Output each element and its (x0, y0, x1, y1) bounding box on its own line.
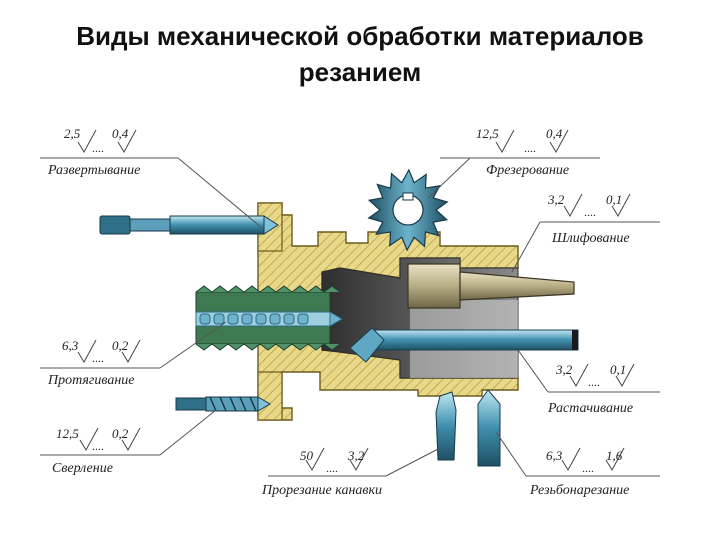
razvert-value-2: 0,4 (112, 126, 129, 141)
shlif-value-1: 3,2 (547, 192, 565, 207)
reamer-tool (99, 215, 279, 235)
rezbo-value-1: 6,3 (546, 448, 563, 463)
prorez-label: Прорезание канавки (261, 483, 382, 498)
shlif-label: Шлифование (551, 231, 630, 246)
sverl-value-2: 0,2 (112, 426, 129, 441)
rezbo-label: Резьбонарезание (529, 483, 629, 498)
protyag-dots: .... (92, 351, 104, 365)
prorez-value-2: 3,2 (347, 448, 365, 463)
callout-sverlenie: 12,5 0,2 .... Сверление (52, 426, 129, 476)
rastach-value-1: 3,2 (555, 362, 573, 377)
razvert-value-1: 2,5 (64, 126, 81, 141)
callout-prorezanie: 50 3,2 .... Прорезание канавки (261, 448, 382, 498)
rastach-value-2: 0,1 (610, 362, 626, 377)
threading-tool (477, 389, 501, 467)
sverl-dots: .... (92, 439, 104, 453)
shlif-dots: .... (584, 205, 596, 219)
sverl-value-1: 12,5 (56, 426, 79, 441)
prorez-dots: .... (326, 461, 338, 475)
roughness-symbols (77, 129, 635, 472)
callout-rezbonarezanie: 6,3 1,6 .... Резьбонарезание (529, 448, 629, 498)
prorez-value-1: 50 (300, 448, 314, 463)
frez-value-1: 12,5 (476, 126, 499, 141)
frez-label: Фрезерование (486, 163, 569, 178)
protyag-label: Протягивание (47, 373, 135, 388)
boring-bar (349, 327, 579, 363)
grooving-tool (435, 391, 457, 461)
razvert-dots: .... (92, 141, 104, 155)
rezbo-dots: .... (582, 461, 594, 475)
broach-tool (195, 285, 343, 351)
callout-protyagivanie: 6,3 0,2 .... Протягивание (47, 338, 135, 388)
page-title: Виды механической обработки материалов р… (0, 18, 720, 90)
frez-dots: .... (524, 141, 536, 155)
drill-tool (175, 396, 271, 412)
protyag-value-2: 0,2 (112, 338, 129, 353)
leader-lines (40, 157, 660, 477)
milling-cutter (367, 168, 449, 252)
razvert-label: Развертывание (47, 163, 140, 178)
callout-razvertyvanie: 2,5 0,4 .... Развертывание (47, 126, 140, 178)
title-line-1: Виды механической обработки материалов (76, 21, 644, 51)
grinding-wheel (407, 263, 575, 309)
sverl-label: Сверление (52, 461, 113, 476)
shlif-value-2: 0,1 (606, 192, 622, 207)
rastach-dots: .... (588, 375, 600, 389)
rastach-label: Растачивание (547, 401, 633, 416)
callout-shlifovanie: 3,2 0,1 .... Шлифование (547, 192, 630, 246)
title-line-2: резанием (298, 57, 422, 87)
flange-lower (257, 371, 283, 421)
protyag-value-1: 6,3 (62, 338, 79, 353)
rezbo-value-2: 1,6 (606, 448, 623, 463)
callout-frezerovanie: 12,5 0,4 .... Фрезерование (476, 126, 569, 178)
callout-rastachivanie: 3,2 0,1 .... Растачивание (547, 362, 633, 416)
frez-value-2: 0,4 (546, 126, 563, 141)
